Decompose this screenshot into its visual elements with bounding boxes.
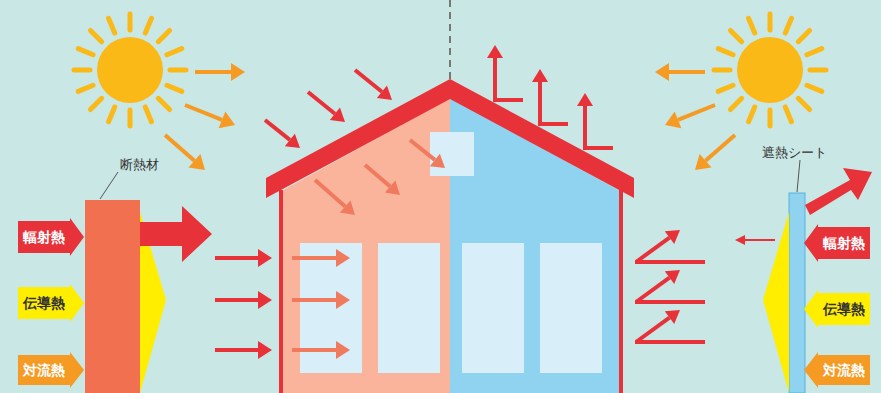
arrow-head [258,291,272,309]
heat-type: 輻射熱 [823,236,865,250]
heat-arrow-label: 輻射熱 [804,224,870,262]
heat-arrow [195,70,231,74]
arrow-head [258,249,272,267]
arrow-head [340,200,355,215]
reflect-line [635,340,705,344]
heat-shield-sheet [789,193,805,393]
heat-arrow [493,58,497,102]
arrow-head [532,69,548,82]
heat-type: 輻射熱 [23,230,65,244]
heat-arrow [410,140,435,160]
wall [279,190,283,393]
heat-type: 伝導熱 [23,296,65,310]
reflect-line [635,260,705,264]
window [300,243,362,373]
window [378,243,440,373]
roof [266,79,634,198]
heat-arrow [365,165,390,187]
heat-arrow-label: 伝導熱 [804,290,870,328]
heat-type: 伝導熱 [823,302,865,316]
arrow-head [430,154,445,168]
heat-arrow [292,256,336,260]
heat-arrow [355,70,382,92]
leader-line [797,160,800,192]
arrow-head [665,230,680,244]
arrow-head [735,235,745,245]
attic-window [430,132,474,176]
arrow-head [377,86,392,100]
reflect-line [585,146,613,150]
arrow-head [487,45,503,58]
arrow-head [665,270,680,284]
wall [619,190,623,393]
heat-arrow [669,70,705,74]
heat-arrow [308,92,335,114]
arrow-head [336,291,350,309]
arrow-head [285,134,300,148]
heat-type: 対流熱 [23,363,65,377]
sun [714,14,826,126]
heat-arrow [292,298,336,302]
arrow-head [665,310,680,324]
part-label: 遮熱シート [762,146,827,159]
heat-arrow [315,180,345,206]
window [540,243,602,373]
heat-arrow [636,278,669,302]
heat-arrow [215,298,258,302]
heat-arrow-label: 対流熱 [804,352,870,388]
heat-arrow-label: 輻射熱 [18,218,84,256]
arrow-head [336,249,350,267]
arrow-head [695,154,711,170]
arrow-head [577,93,593,106]
arrow-head [258,341,272,359]
arrow-head [655,63,669,81]
heat-arrow [706,135,735,161]
heat-arrow [538,82,542,126]
heat-arrow [265,120,290,140]
heat-arrow [583,106,587,150]
arrow-head [189,154,205,170]
reflect-line [635,300,705,304]
heat-arrow [215,348,258,352]
arrow-head [330,108,345,122]
insulation [85,200,140,393]
arrow-head [336,341,350,359]
heat-type: 対流熱 [823,363,865,377]
part-label: 断熱材 [120,158,159,171]
heat-arrow [678,105,715,120]
arrow-head [385,180,400,195]
reflected-arrow [805,168,872,215]
window [462,243,524,373]
heat-arrow [185,105,222,120]
heat-arrow [165,135,194,161]
conduction-triangle [763,212,789,393]
reflect-line [540,122,568,126]
heat-arrow-label: 伝導熱 [18,284,84,322]
arrow-head [665,111,681,128]
radiant-out-arrow [140,206,212,262]
heat-arrow-label: 対流熱 [18,352,84,388]
reflect-line [495,98,523,102]
heat-arrow [292,348,336,352]
heat-arrow [636,318,669,342]
leader-line [100,172,118,199]
arrow-head [219,111,235,128]
heat-arrow [215,256,258,260]
heat-arrow [636,238,669,262]
arrow-head [231,63,245,81]
sun [74,14,186,126]
heat-arrow [745,239,775,241]
